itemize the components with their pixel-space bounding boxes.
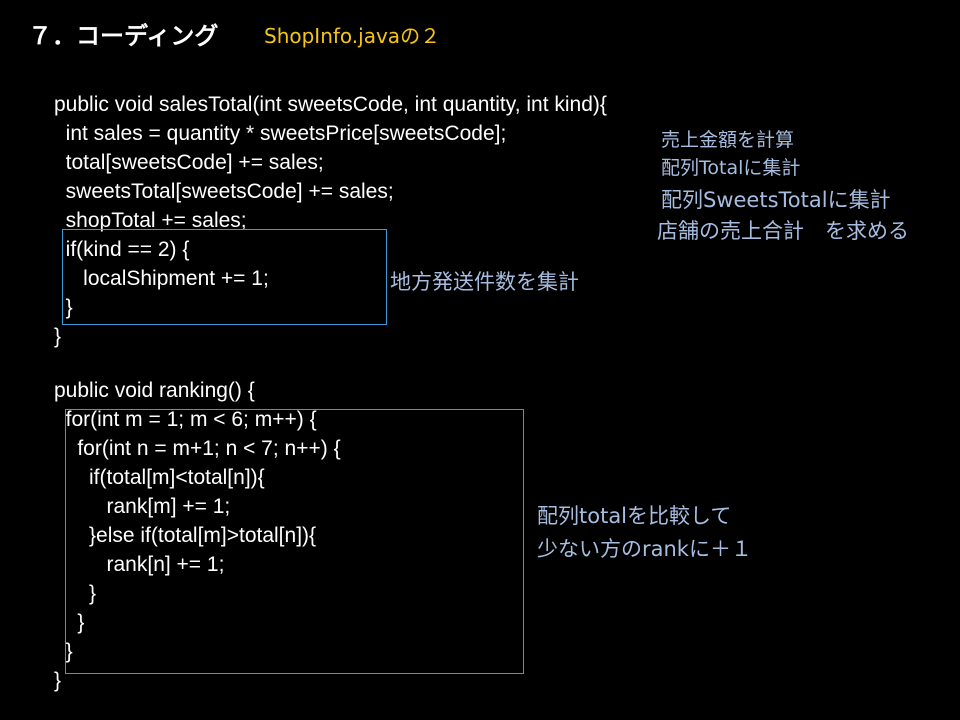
note-local-shipment: 地方発送件数を集計 xyxy=(390,270,579,294)
note-compare-line1: 配列totalを比較して xyxy=(537,504,732,528)
note-total-array: 配列Totalに集計 xyxy=(661,157,801,179)
code-line: localShipment += 1; xyxy=(54,267,269,290)
ranking-code: public void ranking() { for(int m = 1; m… xyxy=(54,376,341,695)
code-line: } xyxy=(54,325,62,348)
code-line: if(kind == 2) { xyxy=(54,238,190,261)
note-compare-line2: 少ない方のrankに＋１ xyxy=(537,537,752,561)
slide-subtitle: ShopInfo.javaの２ xyxy=(264,24,441,48)
code-line: int sales = quantity * sweetsPrice[sweet… xyxy=(54,122,507,145)
if-kind-highlight-box xyxy=(62,229,387,325)
code-line: shopTotal += sales; xyxy=(54,209,247,232)
code-line: rank[n] += 1; xyxy=(54,553,225,576)
code-line: } xyxy=(54,669,62,692)
code-line: } xyxy=(54,611,85,634)
code-line: }else if(total[m]>total[n]){ xyxy=(54,524,317,547)
code-line: } xyxy=(54,640,73,663)
code-line: sweetsTotal[sweetsCode] += sales; xyxy=(54,180,394,203)
code-line: public void salesTotal(int sweetsCode, i… xyxy=(54,93,607,116)
code-line: if(total[m]<total[n]){ xyxy=(54,466,265,489)
sales-total-code: public void salesTotal(int sweetsCode, i… xyxy=(54,90,607,351)
code-line: total[sweetsCode] += sales; xyxy=(54,151,324,174)
slide-title: ７．コーディング xyxy=(28,22,219,50)
code-line: } xyxy=(54,296,73,319)
code-line: rank[m] += 1; xyxy=(54,495,231,518)
note-sweets-total-array: 配列SweetsTotalに集計 xyxy=(661,188,891,212)
code-line: for(int n = m+1; n < 7; n++) { xyxy=(54,437,341,460)
code-line: for(int m = 1; m < 6; m++) { xyxy=(54,408,317,431)
note-sales-amount: 売上金額を計算 xyxy=(661,129,795,151)
code-line: } xyxy=(54,582,97,605)
note-shop-total: 店舗の売上合計 を求める xyxy=(657,219,909,243)
code-line: public void ranking() { xyxy=(54,379,255,402)
for-loop-highlight-box xyxy=(65,409,524,674)
